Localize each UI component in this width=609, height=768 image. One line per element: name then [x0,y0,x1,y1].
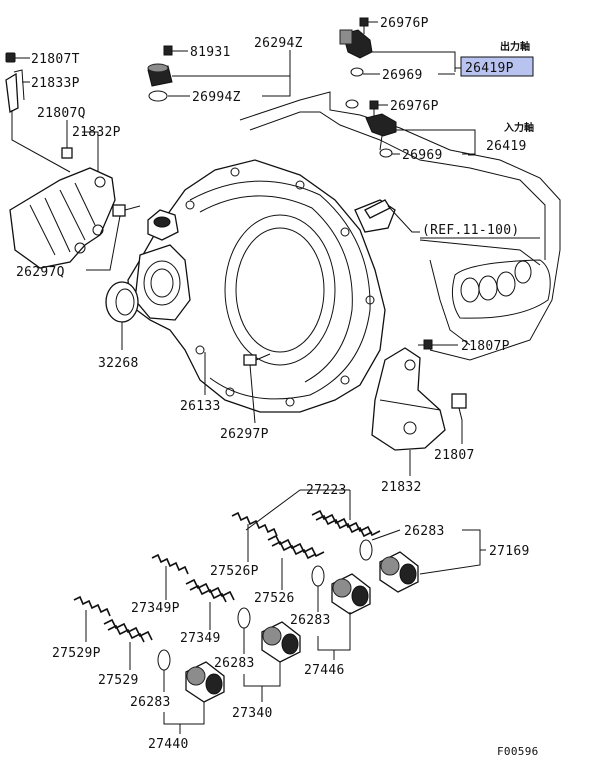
speed-sensor-26419P-icon [339,29,373,59]
spring-27526P-icon [231,511,278,537]
label-27526[interactable]: 27526 [254,591,295,606]
label-21807[interactable]: 21807 [434,448,475,463]
clip-21833P [5,69,25,113]
bolt-26976P-mid-icon [369,100,379,116]
label-26283-d[interactable]: 26283 [130,695,171,710]
spring-27526-icon [267,534,325,560]
label-21832[interactable]: 21832 [381,480,422,495]
bolt-21807-icon [451,393,467,421]
label-26969-top[interactable]: 26969 [382,68,423,83]
label-27349P[interactable]: 27349P [131,601,180,616]
label-21832P[interactable]: 21832P [72,125,121,140]
label-21833P[interactable]: 21833P [31,76,80,91]
figure-code: F00596 [497,745,539,758]
label-26283-b[interactable]: 26283 [290,613,331,628]
label-26283-c[interactable]: 26283 [214,656,255,671]
piston-27440-icon [185,661,225,703]
label-21807T[interactable]: 21807T [31,52,80,67]
plug-26294Z-icon [147,63,173,87]
converter-housing [127,159,396,413]
bolt-21807P-icon [418,339,433,350]
label-26419P[interactable]: 26419P [465,61,514,76]
label-26297Q[interactable]: 26297Q [16,265,65,280]
spring-27223-icon [311,509,381,538]
spring-27529P-icon [73,595,111,617]
piston-27340-icon [261,621,301,663]
bracket-21832 [371,347,446,451]
bolt-26976P-top-icon [359,17,369,34]
oring-case-top-icon [345,99,359,109]
label-26976P-mid[interactable]: 26976P [390,99,439,114]
label-26994Z[interactable]: 26994Z [192,90,241,105]
label-32268[interactable]: 32268 [98,356,139,371]
label-26419[interactable]: 26419 [486,139,527,154]
bolt-21807T-icon [5,52,24,63]
oring-26969-top-icon [350,67,364,77]
oring-26283-d-icon [157,649,171,671]
oring-26994Z-icon [148,90,168,102]
bolt-21807Q-icon [61,138,73,159]
bracket-21832P [9,167,116,269]
label-27223[interactable]: 27223 [306,483,347,498]
bolt-26297Q-icon [112,204,141,217]
oring-26969-mid-icon [379,148,393,158]
label-81931[interactable]: 81931 [190,45,231,60]
label-ref[interactable]: (REF.11-100) [422,223,520,238]
label-26297P[interactable]: 26297P [220,427,269,442]
label-27349[interactable]: 27349 [180,631,221,646]
part-labels: 21807T 21833P 21807Q 21832P 26297Q 32268… [16,16,539,758]
label-26294Z[interactable]: 26294Z [254,36,303,51]
spring-27349P-icon [151,553,189,575]
highlight-box-26419P [460,56,534,77]
oil-seal-32268-icon [105,281,139,323]
transmission-case-outline [239,91,561,361]
oring-26283-a-icon [359,539,373,561]
oring-26283-c-icon [237,607,251,629]
label-21807Q[interactable]: 21807Q [37,106,86,121]
label-output-shaft: 出力軸 [500,40,530,53]
bolt-81931-icon [163,45,180,56]
label-27340[interactable]: 27340 [232,706,273,721]
label-26976P-top[interactable]: 26976P [380,16,429,31]
label-27169[interactable]: 27169 [489,544,530,559]
piston-27169-icon [379,551,419,593]
label-27529P[interactable]: 27529P [52,646,101,661]
speed-sensor-26419-icon [365,113,397,151]
spring-27529-icon [103,618,153,643]
label-27526P[interactable]: 27526P [210,564,259,579]
label-26283-a[interactable]: 26283 [404,524,445,539]
label-27440[interactable]: 27440 [148,737,189,752]
oring-26283-b-icon [311,565,325,587]
piston-27446-icon [331,573,371,615]
label-21807P[interactable]: 21807P [461,339,510,354]
label-27446[interactable]: 27446 [304,663,345,678]
label-26133[interactable]: 26133 [180,399,221,414]
label-26969-mid[interactable]: 26969 [402,148,443,163]
label-27529[interactable]: 27529 [98,673,139,688]
spring-27349-icon [185,578,235,603]
label-input-shaft: 入力軸 [504,121,534,134]
leader-lines [11,21,540,734]
